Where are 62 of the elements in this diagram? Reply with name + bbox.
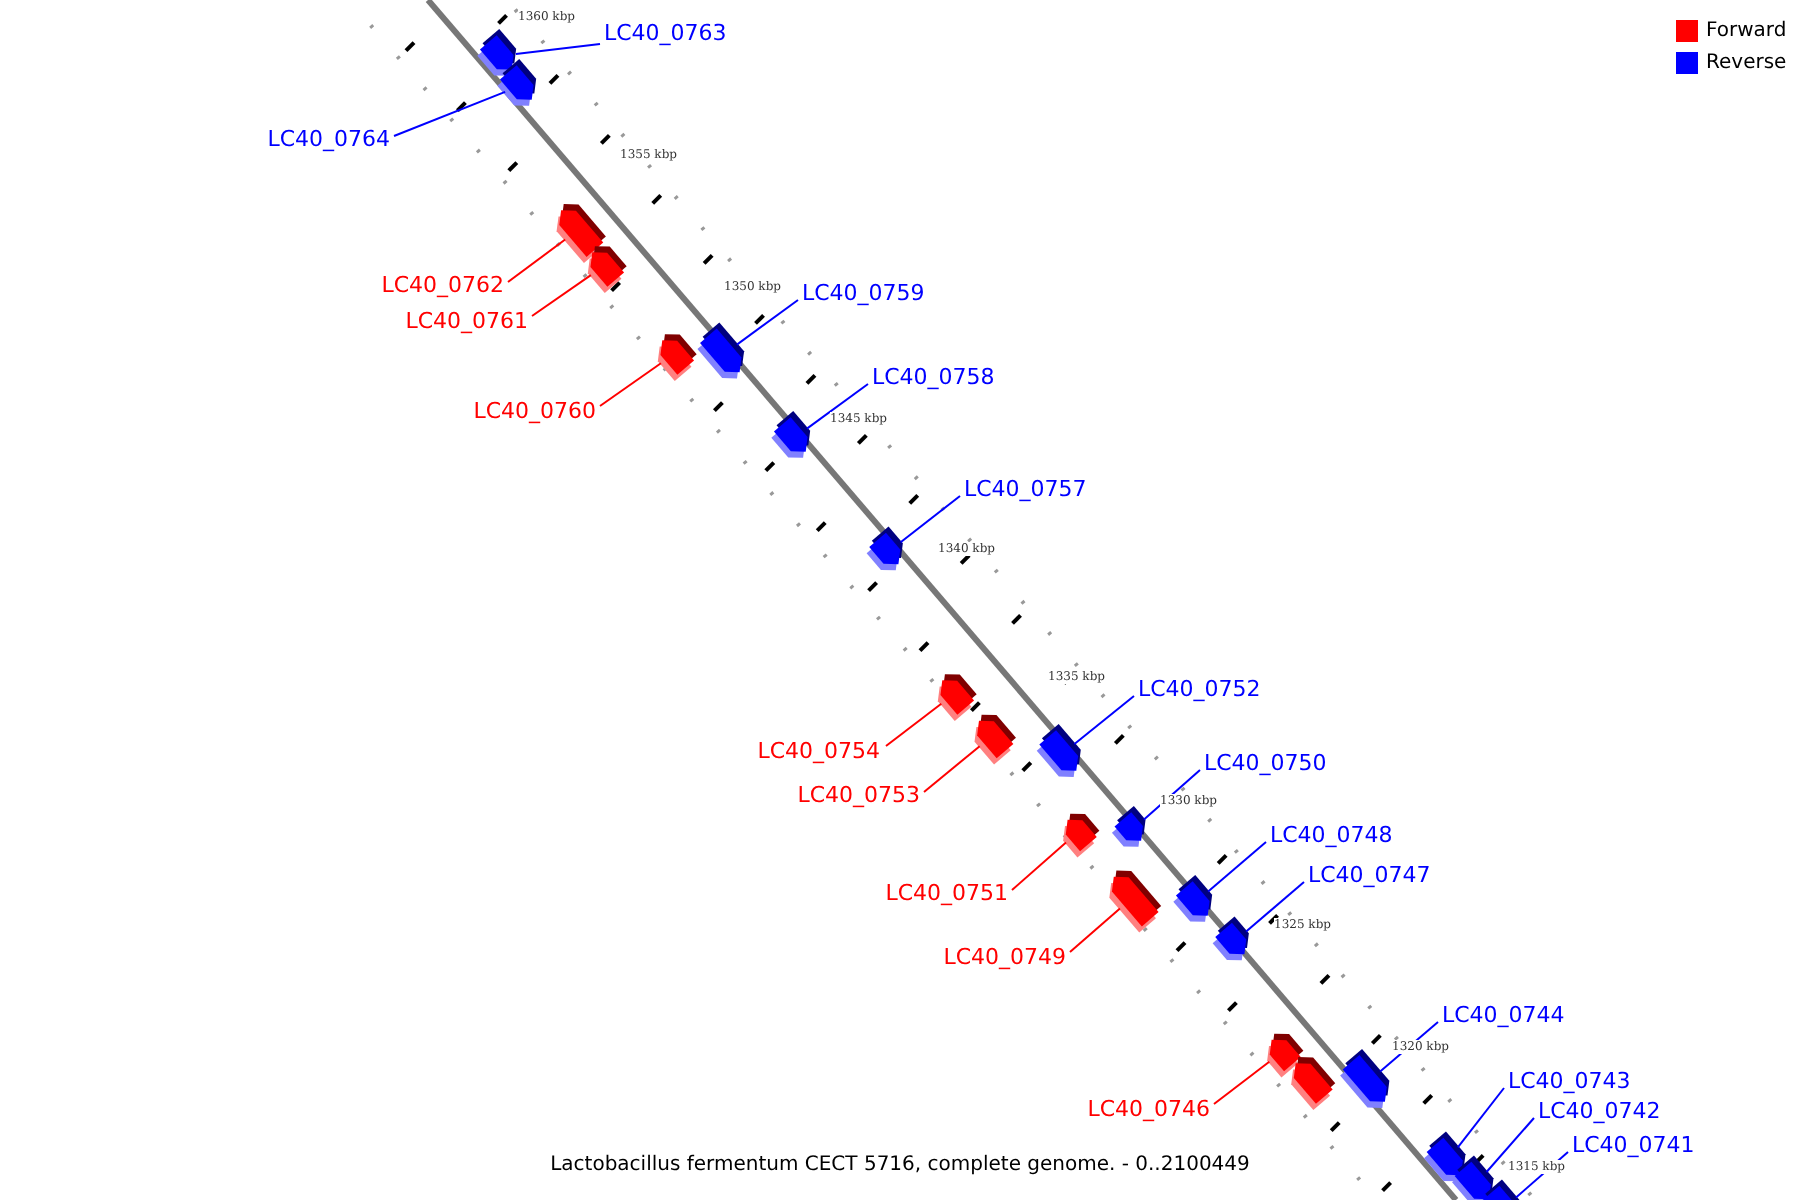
- leader-line: [393, 90, 507, 137]
- gene-label: LC40_0744: [1442, 1002, 1565, 1028]
- gene-label: LC40_0760: [473, 398, 596, 424]
- gene-label: LC40_0762: [381, 272, 504, 298]
- forward-gene-block: [1109, 870, 1162, 933]
- leader-line: [735, 299, 799, 346]
- leader-line: [1213, 1060, 1271, 1105]
- leader-line: [1245, 881, 1305, 933]
- forward-gene-block: [1291, 1057, 1336, 1111]
- gene-label: LC40_0758: [872, 364, 995, 390]
- leader-line: [805, 383, 869, 430]
- forward-gene-block: [587, 246, 627, 293]
- leader-line: [1073, 695, 1135, 745]
- gene-label: LC40_0761: [405, 308, 528, 334]
- gene-label: LC40_0757: [964, 476, 1087, 502]
- gene-label: LC40_0753: [797, 782, 920, 808]
- reverse-gene-block: [1212, 916, 1249, 961]
- leader-line: [885, 702, 943, 747]
- gene-label: LC40_0746: [1087, 1096, 1210, 1122]
- leader-line: [514, 43, 601, 56]
- reverse-gene-block: [1173, 875, 1213, 922]
- leader-line: [1207, 841, 1267, 893]
- gene-label: LC40_0749: [943, 944, 1066, 970]
- legend-label: Forward: [1706, 20, 1787, 42]
- leader-line: [1456, 1087, 1505, 1149]
- gene-label: LC40_0748: [1270, 822, 1393, 848]
- caption: Lactobacillus fermentum CECT 5716, complete genome. - 0..2100449: [550, 1154, 1250, 1176]
- reverse-gene-block: [1340, 1048, 1390, 1108]
- reverse-gene-block: [1036, 723, 1081, 777]
- gene-label: LC40_0763: [604, 20, 727, 46]
- reverse-gene-block: [1111, 806, 1146, 847]
- reverse-gene-block: [697, 322, 745, 379]
- leader-line: [599, 362, 662, 407]
- gene-label: LC40_0751: [885, 880, 1008, 906]
- reverse-gene-block: [866, 526, 903, 571]
- reverse-gene-block: [1480, 1179, 1522, 1200]
- legend-label: Reverse: [1706, 52, 1787, 74]
- forward-gene-block: [974, 714, 1016, 765]
- gene-label: LC40_0764: [267, 126, 390, 152]
- reverse-gene-block: [1424, 1131, 1466, 1182]
- forward-gene-block: [657, 334, 697, 381]
- forward-gene-block: [1063, 813, 1100, 858]
- gene-label: LC40_0743: [1508, 1068, 1631, 1094]
- gene-label: LC40_0754: [757, 738, 880, 764]
- gene-label: LC40_0747: [1308, 862, 1431, 888]
- leader-line: [1485, 1117, 1535, 1173]
- leader-line: [1011, 841, 1067, 891]
- gene-label: LC40_0752: [1138, 676, 1261, 702]
- gene-label: LC40_0741: [1572, 1132, 1695, 1158]
- leader-line: [923, 745, 981, 793]
- gene-label: LC40_0750: [1204, 750, 1327, 776]
- leader-line: [899, 495, 961, 544]
- reverse-gene-block: [1452, 1155, 1494, 1200]
- gene-label: LC40_0742: [1538, 1098, 1661, 1124]
- leader-line: [531, 274, 592, 317]
- reverse-gene-block: [477, 29, 517, 76]
- leader-line: [1069, 907, 1121, 953]
- reverse-gene-block: [771, 411, 811, 458]
- forward-gene-block: [937, 674, 977, 721]
- gene-label: LC40_0759: [802, 280, 925, 306]
- reverse-gene-block: [497, 59, 537, 106]
- leader-line: [507, 238, 567, 283]
